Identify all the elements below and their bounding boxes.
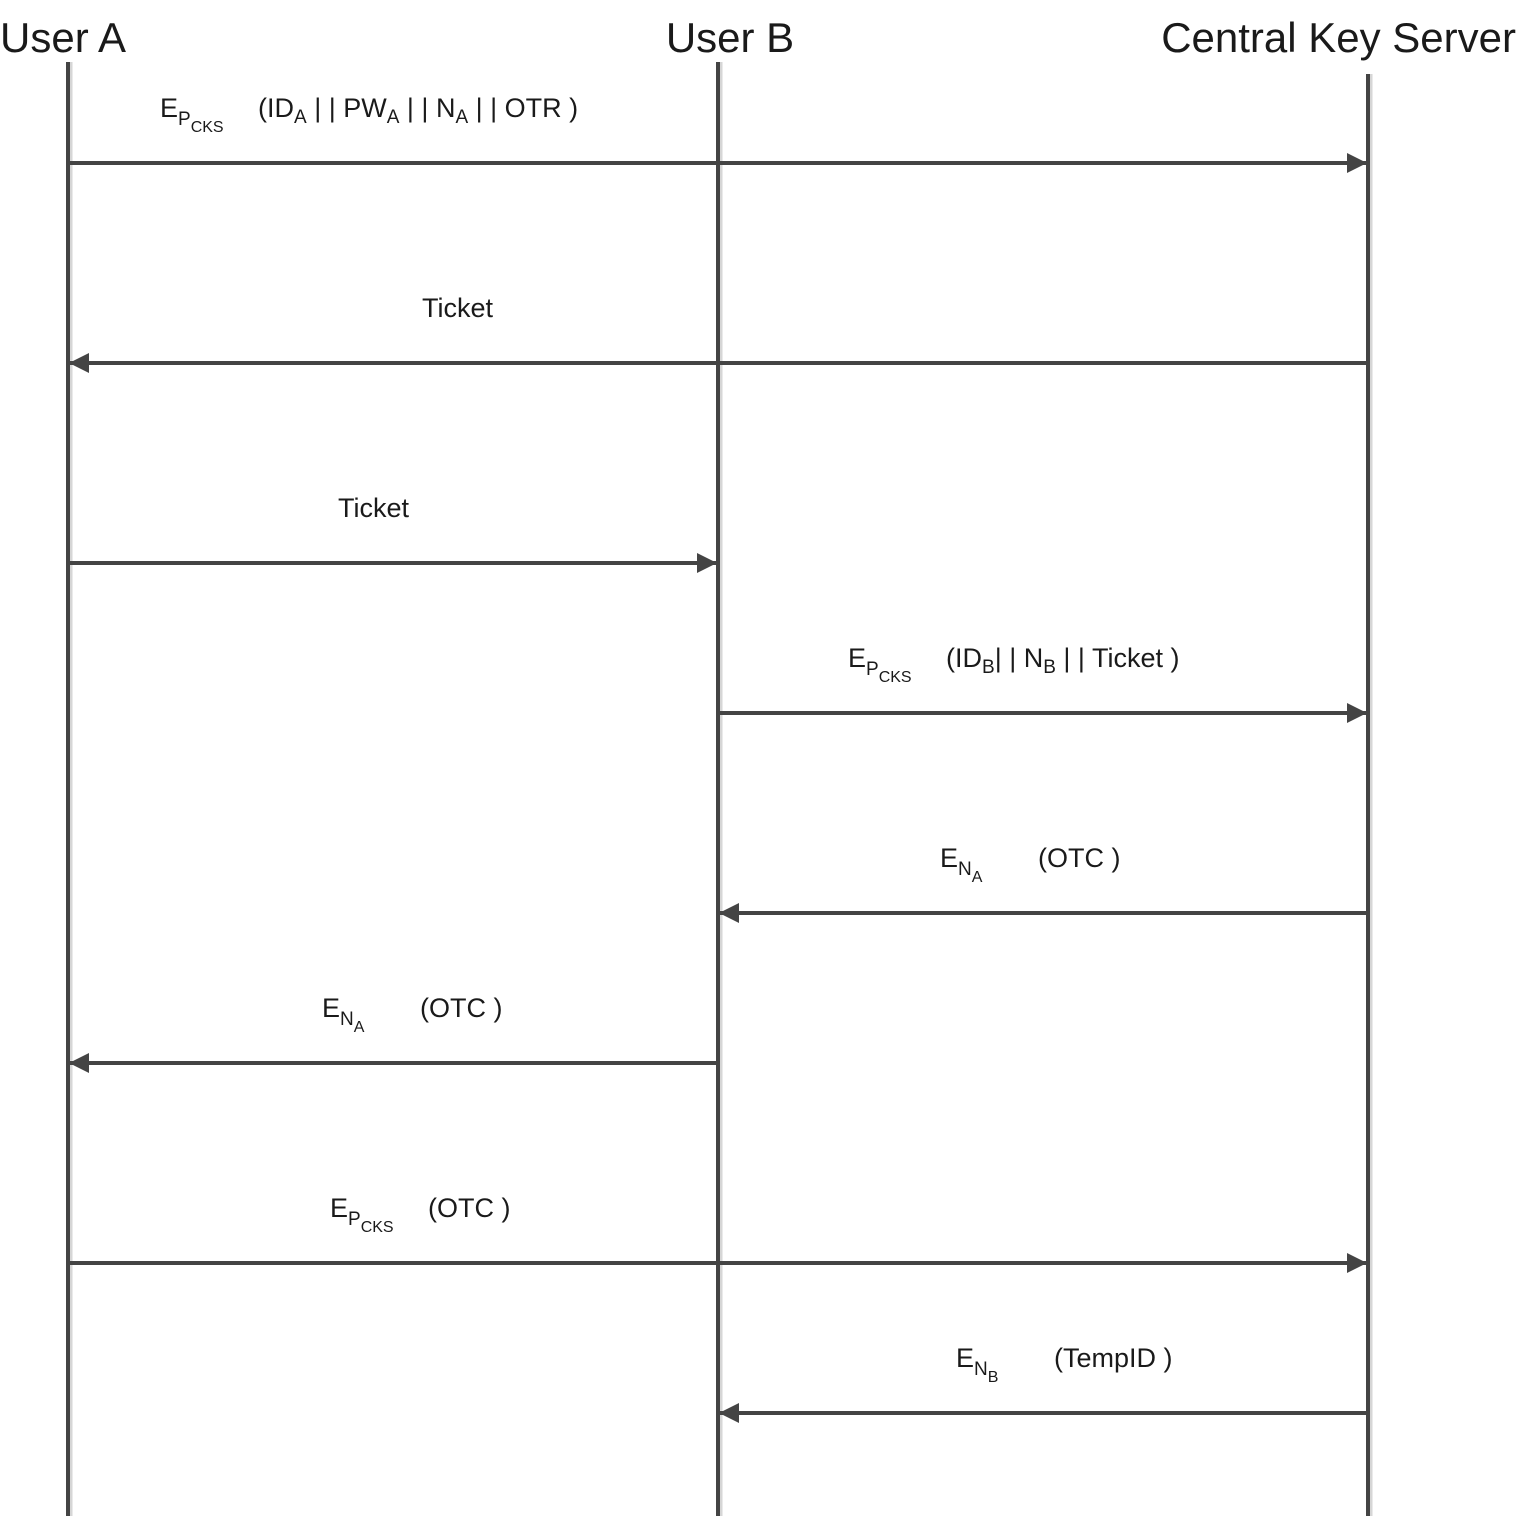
message-5: ENA(OTC )	[719, 843, 1368, 923]
message-4: EPCKS(IDB| | NB | | Ticket )	[718, 643, 1367, 723]
message-8: ENB(TempID )	[719, 1343, 1368, 1423]
message-2: Ticket	[69, 293, 1368, 373]
message-3: Ticket	[68, 493, 717, 573]
actor-title-central-key-server: Central Key Server	[1161, 14, 1516, 61]
actor-title-user-b: User B	[666, 14, 794, 61]
message-label-4: EPCKS(IDB| | NB | | Ticket )	[848, 643, 1179, 686]
message-1: EPCKS(IDA | | PWA | | NA | | OTR )	[68, 93, 1367, 173]
message-label-2: Ticket	[422, 293, 494, 323]
actor-title-user-a: User A	[0, 14, 126, 61]
messages: EPCKS(IDA | | PWA | | NA | | OTR ) Ticket…	[68, 93, 1368, 1423]
message-label-5: ENA(OTC )	[940, 843, 1120, 886]
message-label-6: ENA(OTC )	[322, 993, 502, 1036]
message-label-3: Ticket	[338, 493, 410, 523]
message-6: ENA(OTC )	[69, 993, 718, 1073]
lifelines	[66, 62, 1373, 1516]
message-7: EPCKS(OTC )	[68, 1193, 1367, 1273]
message-label-8: ENB(TempID )	[956, 1343, 1173, 1386]
message-label-7: EPCKS(OTC )	[330, 1193, 510, 1236]
message-label-1: EPCKS(IDA | | PWA | | NA | | OTR )	[160, 93, 578, 136]
